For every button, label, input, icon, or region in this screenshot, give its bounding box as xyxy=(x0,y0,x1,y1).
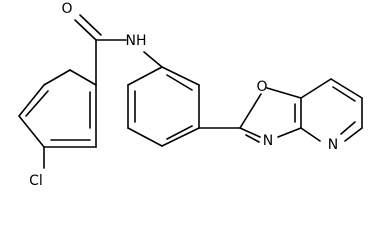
carbonyl-oxygen-label: O xyxy=(61,1,72,17)
molecule-structure: O NH Cl O N N xyxy=(18,1,363,189)
pyridine-nitrogen-label: N xyxy=(328,137,338,153)
pyridine-ring xyxy=(300,78,363,142)
structure-canvas: O NH Cl O N N xyxy=(18,1,363,189)
carbonyl-double-bond xyxy=(74,14,102,41)
amine-aryl-bond xyxy=(143,51,163,68)
chlorobenzene-ring xyxy=(18,69,97,148)
amide-nitrogen-label: NH xyxy=(126,33,147,49)
phenyl-ring xyxy=(127,66,200,147)
chlorine-label: Cl xyxy=(29,173,43,189)
oxazole-oxygen-label: O xyxy=(256,79,267,95)
oxazole-nitrogen-label: N xyxy=(263,133,273,149)
oxazole-ring xyxy=(239,87,302,143)
